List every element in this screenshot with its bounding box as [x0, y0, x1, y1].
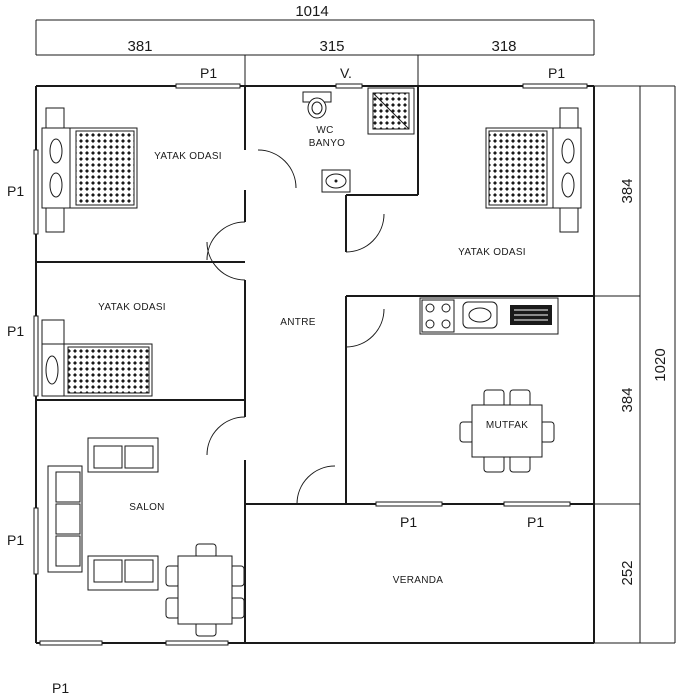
room-label-bedroom-top-left: YATAK ODASI	[154, 151, 222, 162]
doors	[206, 149, 385, 505]
bed-right-icon	[485, 107, 582, 233]
shower-icon	[367, 87, 415, 135]
dim-veranda-depth: 252	[619, 560, 636, 585]
bed-middle-left-icon	[41, 319, 153, 397]
room-label-kitchen: MUTFAK	[486, 420, 528, 431]
dim-bedroom-left-width: 381	[127, 38, 152, 55]
dim-total-width: 1014	[295, 3, 328, 20]
kitchen-dining-table-icon	[459, 389, 555, 473]
dim-bedroom-right-depth: 384	[619, 178, 636, 203]
dim-bedroom-right-width: 318	[491, 38, 516, 55]
kitchen-counter-icon	[419, 297, 559, 335]
window-label-top-left: P1	[200, 65, 217, 81]
vent-label: V.	[340, 65, 352, 81]
window-label-left-lower: P1	[7, 532, 24, 548]
sofa-top-icon	[87, 437, 159, 473]
dim-kitchen-depth: 384	[619, 387, 636, 412]
bed-top-left-icon	[41, 107, 138, 233]
sink-icon	[321, 169, 351, 193]
sofa-left-icon	[47, 465, 83, 573]
dim-total-depth: 1020	[652, 348, 669, 381]
dim-bath-width: 315	[319, 38, 344, 55]
toilet-icon	[302, 91, 332, 119]
window-label-top-right: P1	[548, 65, 565, 81]
windows	[33, 83, 588, 646]
room-label-bathroom: BANYO	[309, 138, 346, 149]
room-label-living-room: SALON	[129, 502, 164, 513]
room-label-wc: WC	[316, 125, 333, 136]
room-label-bedroom-right: YATAK ODASI	[458, 247, 526, 258]
dimension-lines	[35, 19, 676, 644]
room-label-bedroom-mid-left: YATAK ODASI	[98, 302, 166, 313]
sofa-bottom-icon	[87, 555, 159, 591]
window-label-left-middle: P1	[7, 323, 24, 339]
window-label-kitchen-right: P1	[527, 514, 544, 530]
window-label-left-upper: P1	[7, 183, 24, 199]
living-dining-table-icon	[165, 543, 245, 637]
window-label-kitchen-left: P1	[400, 514, 417, 530]
room-label-veranda: VERANDA	[393, 575, 443, 586]
room-label-hall: ANTRE	[280, 317, 315, 328]
window-label-bottom: P1	[52, 680, 69, 696]
